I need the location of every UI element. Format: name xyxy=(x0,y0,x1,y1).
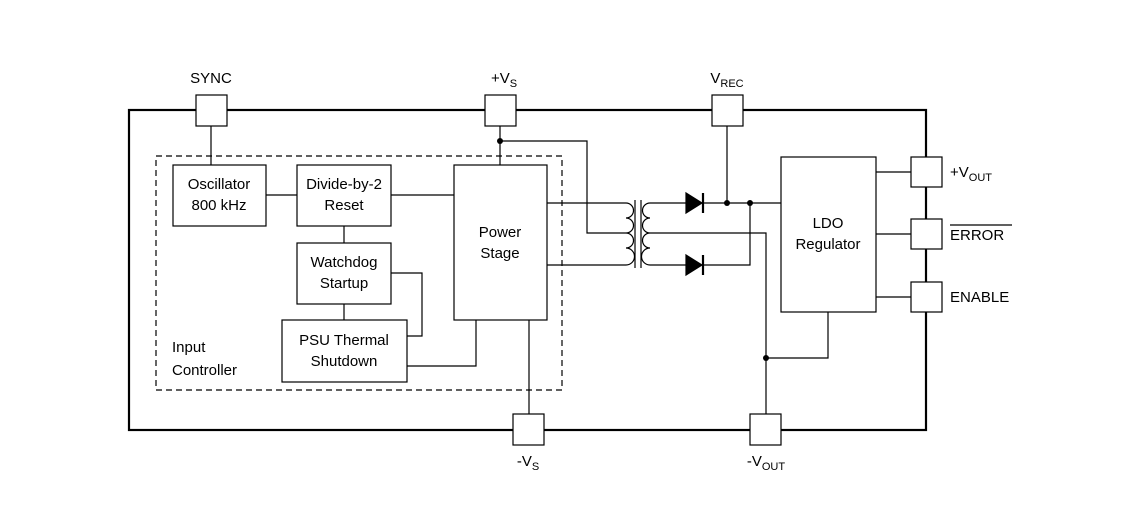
diode-icon xyxy=(685,191,705,215)
watchdog-label-line1: Watchdog xyxy=(311,254,378,271)
error-pin-label: ERROR xyxy=(950,227,1004,244)
junction-dot xyxy=(724,200,730,206)
divider-label-line2: Reset xyxy=(324,197,364,214)
ldo-label-line2: Regulator xyxy=(795,236,860,253)
enable-pin xyxy=(910,281,943,313)
input-controller-label-line2: Controller xyxy=(172,362,237,379)
vs-pos-pin-label: +VS xyxy=(491,70,517,90)
oscillator-label-line1: Oscillator xyxy=(188,176,251,193)
watchdog-block: Watchdog Startup xyxy=(296,242,392,305)
sync-pin xyxy=(195,94,228,127)
oscillator-block: Oscillator 800 kHz xyxy=(172,164,267,227)
vs-neg-pin xyxy=(512,413,545,446)
vout-neg-pin-label: -VOUT xyxy=(747,453,786,473)
secondary-winding xyxy=(640,202,651,266)
junction-dot xyxy=(747,200,753,206)
primary-winding xyxy=(625,202,636,266)
thermal-label-line1: PSU Thermal xyxy=(299,332,389,349)
sync-pin-label: SYNC xyxy=(190,70,232,87)
thermal-label-line2: Shutdown xyxy=(311,353,378,370)
divider-label-line1: Divide-by-2 xyxy=(306,176,382,193)
vrec-pin xyxy=(711,94,744,127)
ldo-block: LDO Regulator xyxy=(780,156,877,313)
watchdog-label-line2: Startup xyxy=(320,275,368,292)
power-stage-label-line1: Power xyxy=(479,224,522,241)
vs-neg-pin-label: -VS xyxy=(517,453,539,473)
thermal-block: PSU Thermal Shutdown xyxy=(281,319,408,383)
vout-pos-pin-label: +VOUT xyxy=(950,164,992,184)
ldo-label-line1: LDO xyxy=(813,215,844,232)
junction-dot xyxy=(763,355,769,361)
enable-pin-label: ENABLE xyxy=(950,289,1009,306)
vrec-pin-label: VREC xyxy=(710,70,743,90)
wires xyxy=(210,126,911,414)
vout-neg-pin xyxy=(749,413,782,446)
input-controller-label-line1: Input xyxy=(172,339,206,356)
oscillator-label-line2: 800 kHz xyxy=(191,197,246,214)
divider-block: Divide-by-2 Reset xyxy=(296,164,392,227)
power-stage-block: Power Stage xyxy=(453,164,548,321)
vout-pos-pin xyxy=(910,156,943,188)
transformer xyxy=(625,200,651,268)
vs-pos-pin xyxy=(484,94,517,127)
diode-icon xyxy=(685,253,705,277)
junction-dot xyxy=(497,138,503,144)
input-controller-region xyxy=(155,155,563,391)
power-stage-label-line2: Stage xyxy=(480,245,519,262)
error-pin xyxy=(910,218,943,250)
